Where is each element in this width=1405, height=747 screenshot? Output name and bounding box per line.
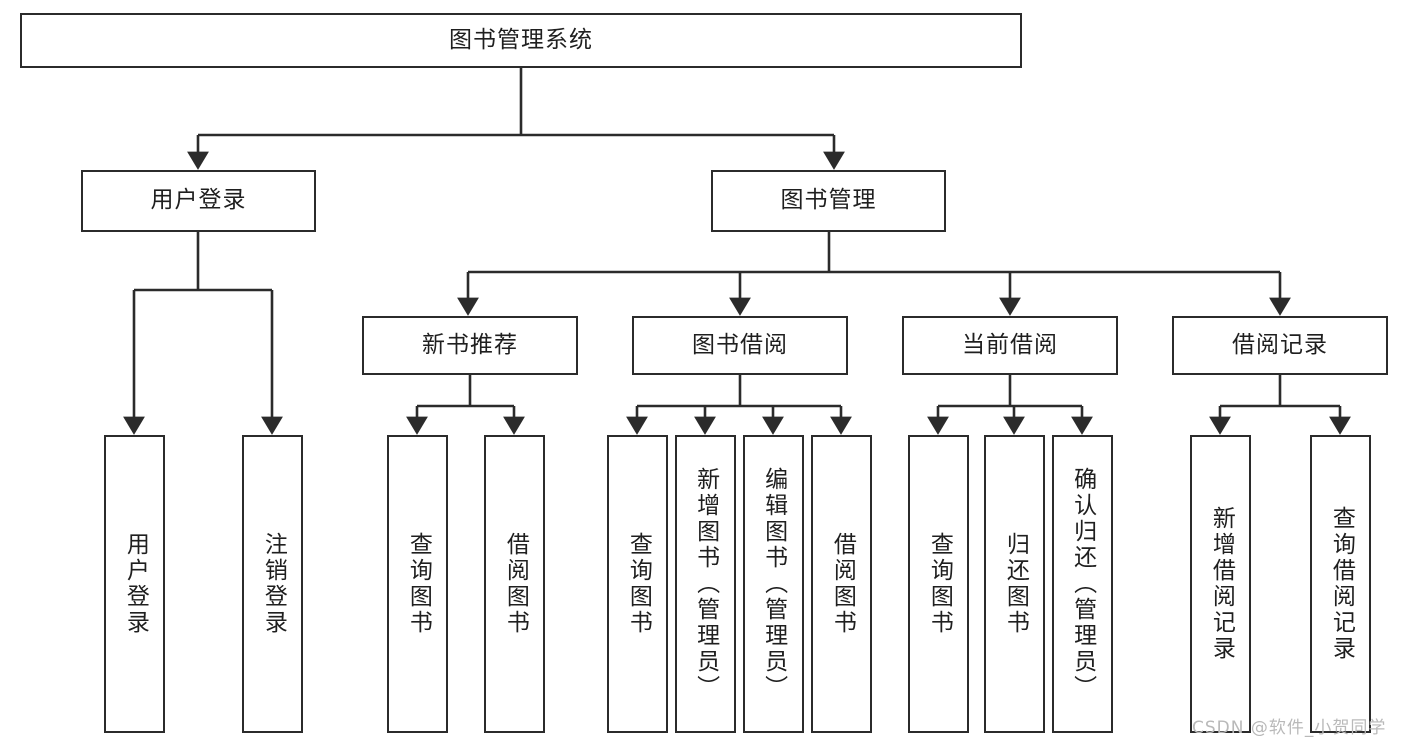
leaf-borrow-book-recommend-label: 借阅图书 xyxy=(502,532,529,636)
leaf-lend-book-label: 借阅图书 xyxy=(829,532,856,636)
node-book-borrow-label: 图书借阅 xyxy=(692,331,788,358)
node-borrow-record-label: 借阅记录 xyxy=(1232,331,1328,358)
node-new-book-recommend[interactable]: 新书推荐 xyxy=(362,316,578,375)
node-new-book-recommend-label: 新书推荐 xyxy=(422,331,518,358)
leaf-query-book-recommend[interactable]: 查询图书 xyxy=(387,435,448,733)
leaf-confirm-return-admin[interactable]: 确认归还（管理员） xyxy=(1052,435,1113,733)
leaf-add-book-admin[interactable]: 新增图书（管理员） xyxy=(675,435,736,733)
node-root[interactable]: 图书管理系统 xyxy=(20,13,1022,68)
node-book-management[interactable]: 图书管理 xyxy=(711,170,946,232)
node-current-borrow[interactable]: 当前借阅 xyxy=(902,316,1118,375)
leaf-add-book-admin-label: 新增图书（管理员） xyxy=(692,467,719,701)
leaf-edit-book-admin[interactable]: 编辑图书（管理员） xyxy=(743,435,804,733)
node-book-borrow[interactable]: 图书借阅 xyxy=(632,316,848,375)
node-book-management-label: 图书管理 xyxy=(780,187,877,214)
node-user-login-label: 用户登录 xyxy=(150,187,247,214)
leaf-query-book-current-label: 查询图书 xyxy=(926,532,953,636)
leaf-add-borrow-record-label: 新增借阅记录 xyxy=(1208,506,1235,662)
node-borrow-record[interactable]: 借阅记录 xyxy=(1172,316,1388,375)
leaf-query-borrow-record[interactable]: 查询借阅记录 xyxy=(1310,435,1371,733)
leaf-add-borrow-record[interactable]: 新增借阅记录 xyxy=(1190,435,1251,733)
leaf-confirm-return-admin-label: 确认归还（管理员） xyxy=(1069,467,1096,701)
leaf-edit-book-admin-label: 编辑图书（管理员） xyxy=(760,467,787,701)
node-user-login[interactable]: 用户登录 xyxy=(81,170,316,232)
leaf-user-login-label: 用户登录 xyxy=(122,532,149,636)
leaf-query-book-recommend-label: 查询图书 xyxy=(405,532,432,636)
leaf-query-book-current[interactable]: 查询图书 xyxy=(908,435,969,733)
node-root-label: 图书管理系统 xyxy=(449,26,593,53)
leaf-query-borrow-record-label: 查询借阅记录 xyxy=(1328,506,1355,662)
leaf-user-login[interactable]: 用户登录 xyxy=(104,435,165,733)
leaf-query-book[interactable]: 查询图书 xyxy=(607,435,668,733)
leaf-logout[interactable]: 注销登录 xyxy=(242,435,303,733)
node-current-borrow-label: 当前借阅 xyxy=(962,331,1058,358)
leaf-logout-label: 注销登录 xyxy=(260,532,287,636)
csdn-watermark: CSDN @软件_小贺同学 xyxy=(1192,718,1387,738)
leaf-query-book-label: 查询图书 xyxy=(625,532,652,636)
leaf-return-book[interactable]: 归还图书 xyxy=(984,435,1045,733)
leaf-lend-book[interactable]: 借阅图书 xyxy=(811,435,872,733)
leaf-borrow-book-recommend[interactable]: 借阅图书 xyxy=(484,435,545,733)
leaf-return-book-label: 归还图书 xyxy=(1002,532,1029,636)
